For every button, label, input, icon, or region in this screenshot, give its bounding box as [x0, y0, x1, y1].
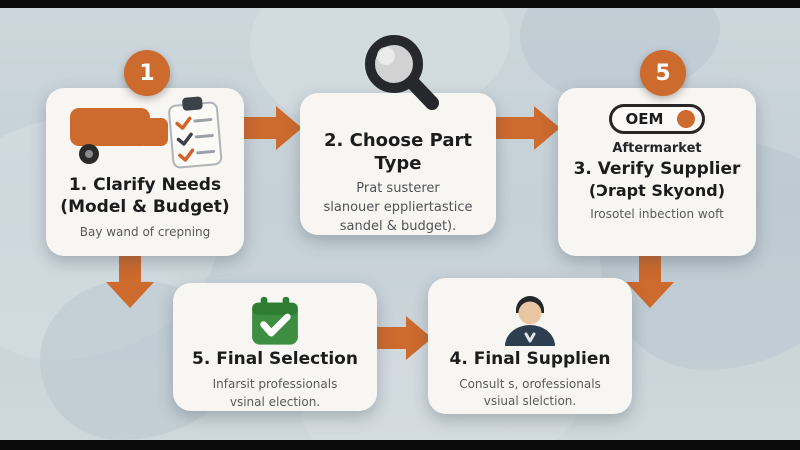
map-blob [520, 0, 720, 100]
step4-subtitle: Consult s, orofessionals vsiual slelctio… [459, 376, 601, 411]
step3-card: OEM Aftermarket 3. Verify Supplier (Ɔrap… [558, 88, 756, 256]
flow-arrow-right-icon [490, 106, 560, 150]
step1-badge: 1 [124, 50, 170, 96]
calendar-check-icon [252, 296, 298, 345]
step4-subtitle-line1: Consult s, orofessionals [459, 376, 601, 391]
person-avatar-icon [505, 296, 555, 346]
step5-subtitle-line1: Infarsit professionals [212, 377, 338, 392]
step1-title-line1: 1. Clarify Needs [68, 175, 222, 195]
step1-card: 1. Clarify Needs (Model & Budget) Bay wa… [46, 88, 244, 256]
step5-subtitle-line2: vsinal election. [229, 394, 321, 409]
oem-toggle-label: OEM [625, 110, 664, 128]
flow-arrow-right-icon [236, 106, 302, 150]
toggle-knob-icon [677, 110, 696, 128]
step3-subtitle: Irosotel inbection woft [590, 206, 724, 221]
step2-card: 2. Choose Part Type Prat susterer slanou… [300, 93, 496, 235]
step1-title-line2: (Model & Budget) [60, 196, 230, 217]
step1-title: 1. Clarify Needs (Model & Budget) [60, 175, 229, 219]
search-magnifier-icon [365, 35, 439, 110]
frame-bottom-bar [0, 440, 800, 450]
aftermarket-caption: Aftermarket [612, 141, 702, 156]
oem-toggle-pill: OEM [608, 104, 706, 134]
step4-card: 4. Final Supplien Consult s, orofessiona… [428, 278, 632, 414]
step5-subtitle: Infarsit professionals vsinal election. [213, 376, 338, 411]
step4-title: 4. Final Supplien [449, 349, 611, 369]
truck-icon [70, 108, 168, 164]
step2-subtitle-line3: sandel & budget). [339, 218, 457, 234]
step4-subtitle-line2: vsiual slelction. [483, 394, 577, 409]
step3-title-line1: 3. Verify Supplier [573, 159, 741, 179]
step5-card: 5. Final Selection Infarsit professional… [173, 283, 377, 411]
frame-top-bar [0, 0, 800, 8]
step2-subtitle-line2: slanouer eppliertastice [323, 199, 473, 215]
step3-title: 3. Verify Supplier (Ɔrapt Skyond) [574, 159, 741, 201]
step1-subtitle: Bay wand of crepning [79, 224, 211, 239]
step2-subtitle: Prat susterer slanouer eppliertastice sa… [323, 180, 472, 237]
step5-title: 5. Final Selection [192, 349, 358, 370]
step2-subtitle-line1: Prat susterer [356, 181, 440, 197]
clipboard-checklist-icon [168, 96, 223, 169]
step3-badge: 5 [640, 50, 686, 96]
step3-title-line2: (Ɔrapt Skyond) [588, 180, 726, 200]
step1-icon-group [66, 96, 224, 172]
step2-title: 2. Choose Part Type [324, 130, 472, 175]
